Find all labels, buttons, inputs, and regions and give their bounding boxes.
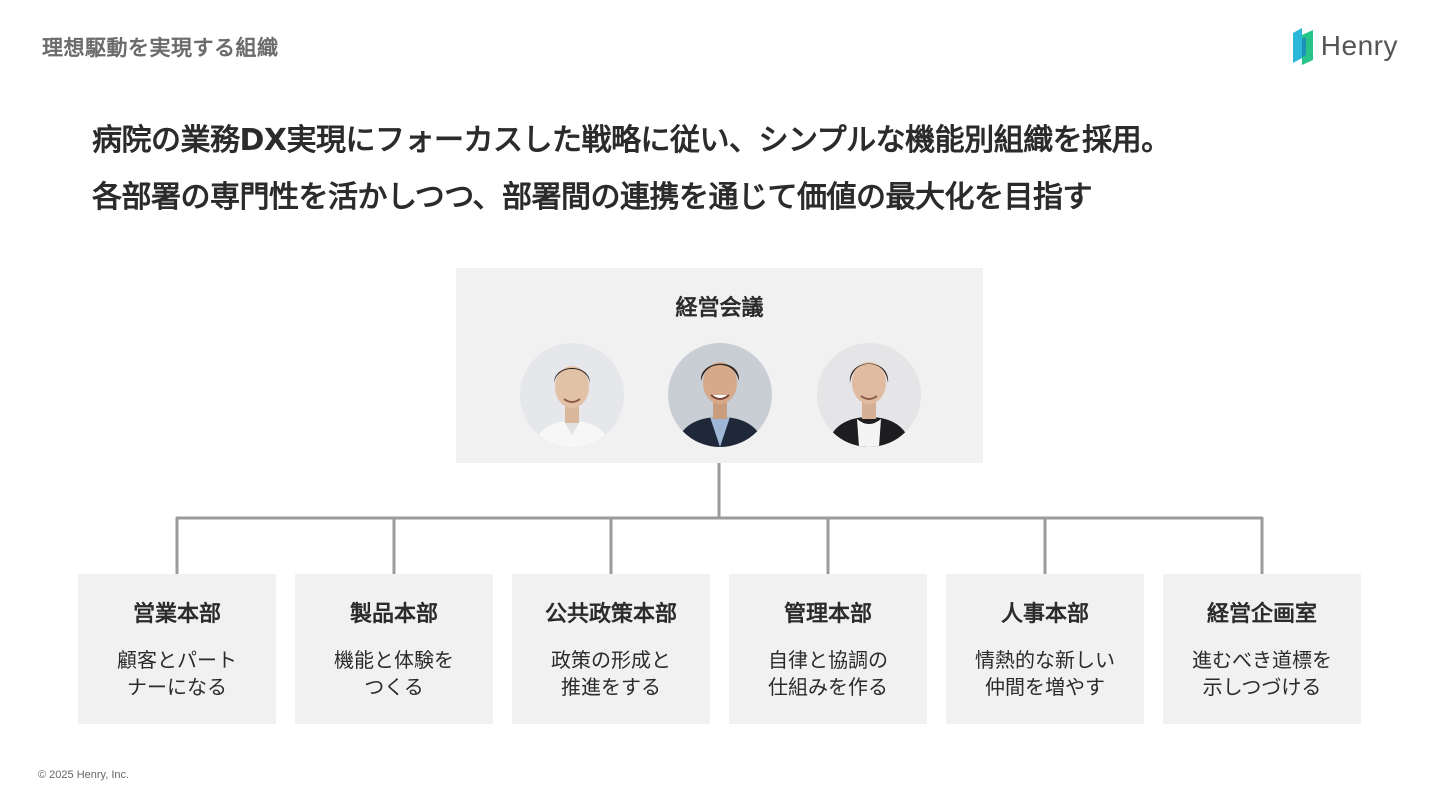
description-line: 進むべき道標を xyxy=(1192,648,1332,672)
description-line: 情熱的な新しい xyxy=(975,648,1115,672)
description-line: 仕組みを作る xyxy=(768,675,888,699)
department-name: 公共政策本部 xyxy=(544,602,677,627)
department-name: 経営企画室 xyxy=(1206,602,1317,627)
department-box-corporate-planning: 経営企画室 進むべき道標を 示しつづける xyxy=(1163,574,1361,724)
description-line: 自律と協調の xyxy=(768,648,888,672)
department-name: 人事本部 xyxy=(1000,602,1089,627)
headline-line-1: 病院の業務DX実現にフォーカスした戦略に従い、シンプルな機能別組織を採用。 xyxy=(92,123,1171,158)
department-description: 機能と体験を つくる xyxy=(295,647,493,701)
description-line: 仲間を増やす xyxy=(985,675,1105,699)
department-box-product: 製品本部 機能と体験を つくる xyxy=(295,574,493,724)
department-description: 政策の形成と 推進をする xyxy=(512,647,710,701)
description-line: 政策の形成と xyxy=(551,648,671,672)
description-line: 機能と体験を xyxy=(334,648,454,672)
management-council-title: 経営会議 xyxy=(675,296,764,321)
henry-logo-mark-icon xyxy=(1292,28,1313,65)
description-line: 顧客とパート xyxy=(117,648,237,672)
department-box-public-policy: 公共政策本部 政策の形成と 推進をする xyxy=(512,574,710,724)
department-name: 管理本部 xyxy=(783,602,872,627)
department-description: 自律と協調の 仕組みを作る xyxy=(729,647,927,701)
description-line: 示しつづける xyxy=(1202,675,1322,699)
department-name: 営業本部 xyxy=(132,602,221,627)
headline: 病院の業務DX実現にフォーカスした戦略に従い、シンプルな機能別組織を採用。 各部… xyxy=(92,112,1392,226)
executive-avatar xyxy=(817,343,921,447)
department-name: 製品本部 xyxy=(349,602,438,627)
logo-text: Henry xyxy=(1320,30,1398,61)
executive-avatar xyxy=(520,343,624,447)
section-title: 理想駆動を実現する組織 xyxy=(42,36,279,60)
department-description: 顧客とパート ナーになる xyxy=(78,647,276,701)
department-description: 情熱的な新しい 仲間を増やす xyxy=(946,647,1144,701)
henry-logo: Henry xyxy=(1291,26,1398,66)
management-council-box: 経営会議 xyxy=(456,268,983,463)
description-line: ナーになる xyxy=(127,675,227,699)
department-box-hr: 人事本部 情熱的な新しい 仲間を増やす xyxy=(946,574,1144,724)
copyright-footer: © 2025 Henry, Inc. xyxy=(38,769,130,781)
department-box-sales: 営業本部 顧客とパート ナーになる xyxy=(78,574,276,724)
department-description: 進むべき道標を 示しつづける xyxy=(1163,647,1361,701)
description-line: つくる xyxy=(364,675,424,699)
executive-avatar xyxy=(668,343,772,447)
description-line: 推進をする xyxy=(561,675,661,699)
headline-line-2: 各部署の専門性を活かしつつ、部署間の連携を通じて価値の最大化を目指す xyxy=(92,180,1093,215)
department-box-administration: 管理本部 自律と協調の 仕組みを作る xyxy=(729,574,927,724)
